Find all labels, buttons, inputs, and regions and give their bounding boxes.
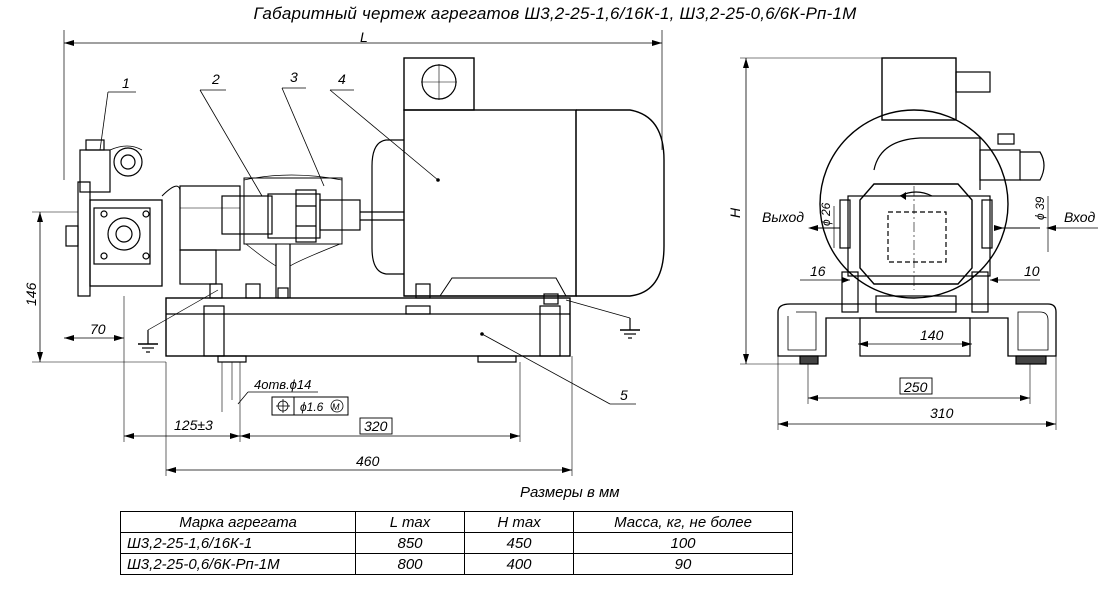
dim-L: L bbox=[360, 29, 368, 45]
dim-460: 460 bbox=[356, 453, 380, 469]
tolerance-modifier: M bbox=[332, 402, 340, 412]
dim-10: 10 bbox=[1024, 263, 1040, 279]
outlet-label: Выход bbox=[762, 209, 804, 225]
dim-146: 146 bbox=[23, 282, 39, 306]
col-header-mass: Масса, кг, не более bbox=[573, 511, 793, 533]
table-row: Ш3,2-25-1,6/16К-1 850 450 100 bbox=[120, 532, 793, 554]
dim-320: 320 bbox=[364, 418, 388, 434]
cell-hmax: 450 bbox=[464, 532, 574, 554]
cell-lmax: 850 bbox=[355, 532, 465, 554]
dim-H: H bbox=[727, 207, 743, 218]
cell-model: Ш3,2-25-0,6/6К-Рп-1М bbox=[120, 553, 356, 575]
cell-hmax: 400 bbox=[464, 553, 574, 575]
callout-5: 5 bbox=[620, 387, 628, 403]
cell-mass: 100 bbox=[573, 532, 793, 554]
dim-holes: 4отв.ϕ14 bbox=[254, 377, 311, 392]
col-header-hmax: H max bbox=[464, 511, 574, 533]
table-row: Ш3,2-25-0,6/6К-Рп-1М 800 400 90 bbox=[120, 553, 793, 575]
dim-tolerance: ϕ1.6 bbox=[300, 400, 324, 414]
side-view: L bbox=[23, 29, 665, 476]
col-header-model: Марка агрегата bbox=[120, 511, 356, 533]
callout-1: 1 bbox=[122, 75, 130, 91]
drawing-title: Габаритный чертеж агрегатов Ш3,2-25-1,6/… bbox=[253, 4, 857, 23]
dim-70: 70 bbox=[90, 321, 106, 337]
col-header-lmax: L max bbox=[355, 511, 465, 533]
cell-lmax: 800 bbox=[355, 553, 465, 575]
table-header-row: Марка агрегата L max H max Масса, кг, не… bbox=[120, 511, 793, 533]
cell-mass: 90 bbox=[573, 553, 793, 575]
specification-table: Марка агрегата L max H max Масса, кг, не… bbox=[120, 511, 793, 575]
dim-310: 310 bbox=[930, 405, 954, 421]
front-view: H Выход Вх bbox=[727, 57, 1098, 430]
callout-4: 4 bbox=[338, 71, 346, 87]
inlet-label: Вход bbox=[1064, 209, 1096, 225]
cell-model: Ш3,2-25-1,6/16К-1 bbox=[120, 532, 356, 554]
dim-125: 125±3 bbox=[174, 417, 213, 433]
units-label: Размеры в мм bbox=[520, 484, 620, 501]
dim-d26: ϕ 26 bbox=[819, 202, 833, 226]
callout-2: 2 bbox=[211, 71, 220, 87]
dim-16: 16 bbox=[810, 263, 826, 279]
callout-3: 3 bbox=[290, 69, 298, 85]
dim-250: 250 bbox=[903, 379, 928, 395]
dim-d39: ϕ 39 bbox=[1033, 196, 1047, 220]
dim-140: 140 bbox=[920, 327, 944, 343]
